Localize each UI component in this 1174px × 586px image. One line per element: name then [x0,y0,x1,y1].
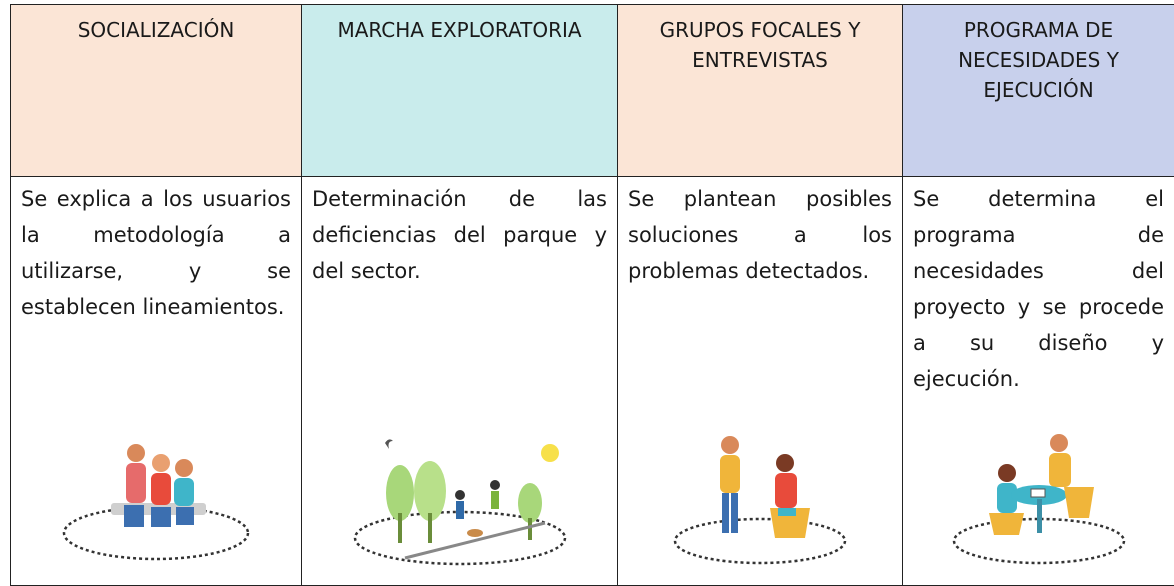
header-row: SOCIALIZACIÓN MARCHA EXPLORATORIA GRUPOS… [10,4,1174,177]
cell-marcha-exploratoria: Determinación de las deficiencias del pa… [301,176,618,586]
heading-marcha-exploratoria: MARCHA EXPLORATORIA [301,4,618,177]
description-socializacion: Se explica a los usuarios la metodología… [21,187,291,319]
content-row: Se explica a los usuarios la metodología… [10,176,1174,586]
cell-socializacion: Se explica a los usuarios la metodología… [10,176,302,586]
heading-socializacion: SOCIALIZACIÓN [10,4,302,177]
people-sitting-on-bench-icon [11,423,301,573]
description-marcha-exploratoria: Determinación de las deficiencias del pa… [312,187,607,283]
cell-programa-necesidades: Se determina el programa de necesidades … [902,176,1174,586]
interview-icon [618,423,902,573]
description-grupos-focales: Se plantean posibles soluciones a los pr… [628,187,892,283]
description-programa-necesidades: Se determina el programa de necesidades … [913,187,1164,391]
heading-grupos-focales: GRUPOS FOCALES Y ENTREVISTAS [617,4,903,177]
cell-grupos-focales: Se plantean posibles soluciones a los pr… [617,176,903,586]
meeting-table-icon [903,423,1174,573]
heading-programa-necesidades: PROGRAMA DE NECESIDADES Y EJECUCIÓN [902,4,1174,177]
methodology-table: SOCIALIZACIÓN MARCHA EXPLORATORIA GRUPOS… [10,4,1174,586]
park-walk-icon [302,423,617,573]
